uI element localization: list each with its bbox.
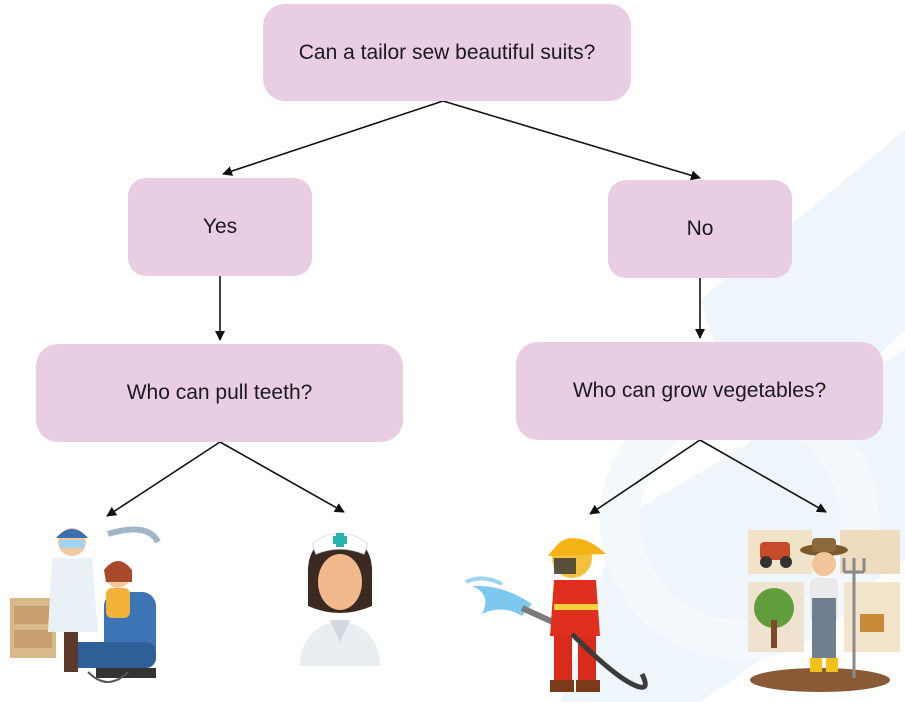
firefighter-picture [465,538,648,692]
no-box: No [608,180,792,278]
yes-text: Yes [202,215,238,238]
arrow-to-farmer [699,439,827,513]
root-question-text: Can a tailor sew beautiful suits? [298,40,596,64]
teeth-question-text: Who can pull teeth? [126,381,313,404]
arrow-to-firefighter [589,439,701,515]
arrow-root-to-no [442,100,701,181]
root-question-box: Can a tailor sew beautiful suits? [263,4,631,101]
yes-box: Yes [128,178,312,276]
teeth-question-box: Who can pull teeth? [36,344,403,442]
arrow-to-dentist [106,441,221,517]
dentist-with-patient-picture [10,526,161,683]
nurse-picture [300,532,380,666]
arrow-to-nurse [219,441,345,513]
arrow-root-to-yes [222,100,444,176]
vegetables-question-box: Who can grow vegetables? [516,342,883,440]
vegetables-question-text: Who can grow vegetables? [572,379,827,402]
farmer-picture [748,530,900,692]
no-text: No [686,217,714,240]
